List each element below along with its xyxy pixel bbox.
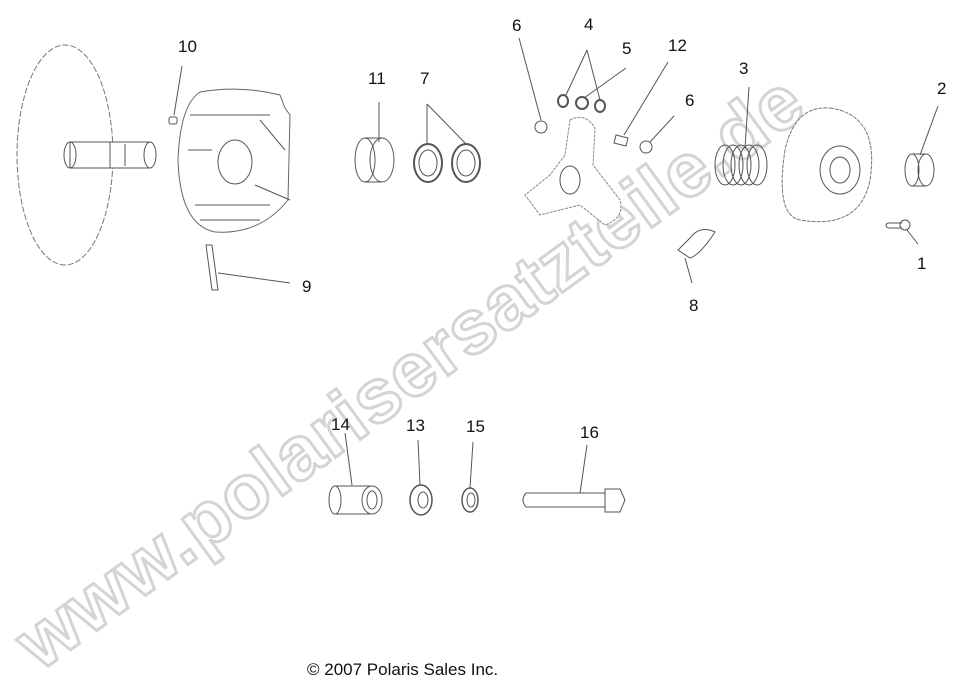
- callout-label-8: 8: [689, 296, 699, 315]
- roller-icon: [575, 96, 589, 110]
- callout-label-1: 1: [917, 254, 927, 273]
- leader-line-8: [684, 257, 693, 284]
- callout-label-16: 16: [580, 423, 599, 442]
- cover-bolt-icon: [885, 222, 902, 229]
- leader-line-2: [919, 105, 939, 156]
- roller-pin-icon: [613, 134, 629, 147]
- callout-label-5: 5: [622, 39, 632, 58]
- bolt-icon: [522, 488, 626, 513]
- leader-line-15: [469, 441, 474, 489]
- bushing-icon: [904, 153, 935, 187]
- copyright-notice: © 2007 Polaris Sales Inc.: [307, 660, 499, 679]
- roller-icon: [534, 120, 548, 134]
- seal-icon: [413, 143, 481, 183]
- callout-label-13: 13: [406, 416, 425, 435]
- moveable-sheave-icon: [177, 88, 291, 233]
- callout-label-10: 10: [178, 37, 197, 56]
- leader-line-6a: [518, 37, 542, 121]
- leader-line-16: [579, 444, 588, 494]
- leader-line-14: [344, 432, 353, 486]
- leader-line-4: [565, 49, 601, 101]
- washer-icon: [557, 94, 569, 108]
- leader-line-10: [173, 65, 183, 116]
- roller-icon: [639, 140, 653, 154]
- pin-icon: [205, 244, 219, 291]
- washer-icon: [594, 99, 606, 113]
- set-screw-icon: [168, 116, 178, 125]
- leader-line-9: [217, 272, 291, 284]
- shift-weight-icon: [677, 229, 716, 259]
- callout-label-6b: 6: [685, 91, 695, 110]
- callout-label-9: 9: [302, 277, 312, 296]
- spacer-icon: [328, 485, 383, 515]
- leader-line-1: [906, 229, 919, 245]
- callout-label-4: 4: [584, 15, 594, 34]
- leader-line-12: [623, 61, 669, 136]
- callout-label-6a: 6: [512, 16, 522, 35]
- bushing-icon: [354, 137, 395, 183]
- callout-label-12: 12: [668, 36, 687, 55]
- cover-icon: [781, 107, 873, 223]
- spring-icon: [714, 144, 768, 186]
- leader-line-13: [417, 439, 421, 486]
- washer-icon: [461, 487, 479, 513]
- callout-label-7: 7: [420, 69, 430, 88]
- callout-label-3: 3: [739, 59, 749, 78]
- leader-line-6b: [649, 115, 675, 143]
- callout-label-15: 15: [466, 417, 485, 436]
- leader-line-7: [426, 103, 467, 145]
- callout-label-2: 2: [937, 79, 947, 98]
- leader-line-5: [583, 67, 627, 99]
- leader-line-3: [744, 86, 750, 149]
- callout-label-11: 11: [368, 69, 386, 88]
- washer-icon: [409, 484, 433, 516]
- spider-icon: [524, 116, 622, 226]
- callout-label-14: 14: [331, 415, 350, 434]
- stationary-sheave-icon: [16, 44, 157, 266]
